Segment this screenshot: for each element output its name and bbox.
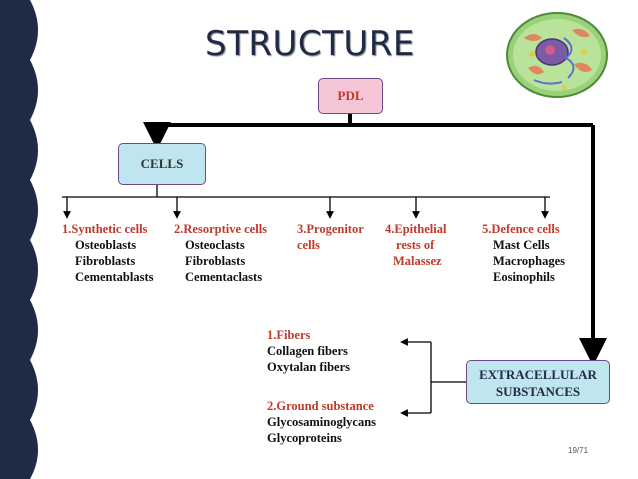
group-item: Glycoproteins — [267, 431, 342, 445]
group-heading: 2.Resorptive cells — [174, 222, 268, 236]
group-heading: 2.Ground substance — [267, 399, 374, 413]
pdl-box: PDL — [318, 78, 383, 114]
group-item: Fibroblasts — [185, 254, 246, 268]
page-number: 19/71 — [568, 446, 589, 455]
group-item: Cementablasts — [75, 270, 154, 284]
group-item: Osteoclasts — [185, 238, 245, 252]
group-item: Malassez — [393, 254, 442, 268]
group-item: Cementaclasts — [185, 270, 263, 284]
group-heading: 4.Epithelial — [385, 222, 447, 236]
cell-group-resorptive: 2.Resorptive cells Osteoclasts Fibroblas… — [174, 221, 267, 285]
group-item: Mast Cells — [493, 238, 550, 252]
group-item: Glycosaminoglycans — [267, 415, 377, 429]
slide-title: STRUCTURE — [205, 24, 415, 64]
extracellular-ground-substance: 2.Ground substance Glycosaminoglycans Gl… — [267, 398, 376, 446]
cells-box: CELLS — [118, 143, 206, 185]
cell-group-progenitor: 3.Progenitor cells — [297, 221, 364, 253]
group-item: Fibroblasts — [75, 254, 136, 268]
group-item: cells — [297, 238, 320, 252]
group-item: Osteoblasts — [75, 238, 137, 252]
group-heading: 5.Defence cells — [482, 222, 560, 236]
cell-group-synthetic: 1.Synthetic cells Osteoblasts Fibroblast… — [62, 221, 153, 285]
group-item: rests of — [396, 238, 435, 252]
group-heading: 1.Synthetic cells — [62, 222, 148, 236]
extracellular-fibers: 1.Fibers Collagen fibers Oxytalan fibers — [267, 327, 350, 375]
extracellular-box: EXTRACELLULAR SUBSTANCES — [466, 360, 610, 404]
group-heading: 3.Progenitor — [297, 222, 364, 236]
group-item: Collagen fibers — [267, 344, 348, 358]
group-heading: 1.Fibers — [267, 328, 311, 342]
group-item: Eosinophils — [493, 270, 555, 284]
cell-illustration-icon — [506, 12, 608, 98]
extracellular-label-line2: SUBSTANCES — [495, 384, 581, 399]
cell-group-defence: 5.Defence cells Mast Cells Macrophages E… — [482, 221, 565, 285]
group-item: Oxytalan fibers — [267, 360, 350, 374]
extracellular-label-line1: EXTRACELLULAR — [479, 367, 597, 382]
cell-group-epithelial: 4.Epithelial rests of Malassez — [385, 221, 446, 269]
group-item: Macrophages — [493, 254, 565, 268]
left-decorative-stripe — [0, 0, 38, 479]
